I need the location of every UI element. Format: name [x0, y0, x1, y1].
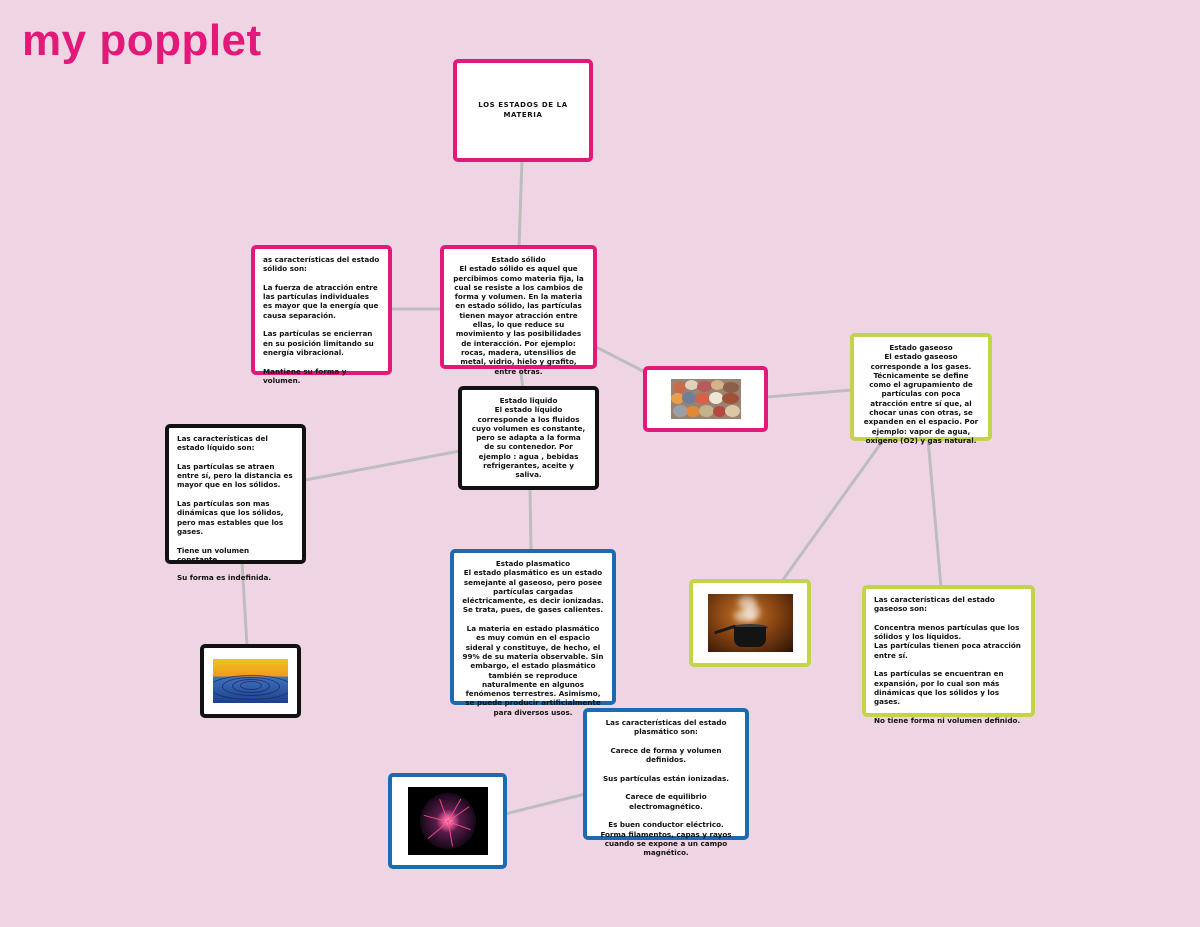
solid-state-popple[interactable]: Estado sólido El estado sólido es aquel … [440, 245, 597, 376]
connector-liquid-plasma [528, 488, 533, 552]
water-drop-image [213, 659, 288, 703]
connector-plasmachars-plasmaball [504, 792, 586, 816]
stones-image [670, 379, 741, 419]
connector-solid-stones [595, 345, 646, 374]
connector-gas-gaschars [926, 438, 943, 588]
popplet-logo[interactable]: my popplet [22, 16, 262, 65]
gas-state-popple[interactable]: Estado gaseoso El estado gaseoso corresp… [850, 333, 992, 445]
gas-characteristics-popple[interactable]: Las características del estado gaseoso s… [862, 585, 1035, 725]
connector-stones-gas [766, 388, 853, 399]
plasma-state-popple[interactable]: Estado plasmatico El estado plasmático e… [450, 549, 616, 717]
title-popple[interactable]: LOS ESTADOS DE LA MATERIA [453, 59, 593, 162]
gas-state-text: Estado gaseoso El estado gaseoso corresp… [863, 343, 979, 445]
liquid-state-popple[interactable]: Estado liquido El estado líquido corresp… [458, 386, 599, 490]
connector-liquidchars-water [240, 561, 249, 647]
solid-characteristics-text: as características del estado sólido son… [263, 255, 380, 385]
plasma-characteristics-text: Las características del estado plasmátic… [600, 718, 732, 858]
title-text: LOS ESTADOS DE LA MATERIA [478, 101, 571, 119]
steaming-pot-image [707, 594, 793, 652]
connector-solid-liquid [518, 366, 525, 389]
gas-characteristics-text: Las características del estado gaseoso s… [874, 595, 1021, 725]
plasma-state-text: Estado plasmatico El estado plasmático e… [462, 559, 604, 717]
plasma-ball-image [407, 787, 488, 855]
liquid-characteristics-popple[interactable]: Las características del estado líquido s… [165, 424, 306, 582]
gas-image-popple[interactable] [689, 579, 811, 667]
solid-characteristics-popple[interactable]: as características del estado sólido son… [251, 245, 392, 385]
liquid-state-text: Estado liquido El estado líquido corresp… [471, 396, 586, 480]
liquid-image-popple[interactable] [200, 644, 301, 718]
connector-gas-pot [780, 438, 886, 582]
solid-image-popple[interactable] [643, 366, 768, 432]
plasma-image-popple[interactable] [388, 773, 507, 869]
liquid-characteristics-text: Las características del estado líquido s… [177, 434, 293, 583]
connector-title-solid [517, 159, 524, 248]
solid-state-text: Estado sólido El estado sólido es aquel … [453, 255, 584, 376]
connector-liquid-liquidchars [304, 449, 461, 482]
plasma-characteristics-popple[interactable]: Las características del estado plasmátic… [583, 708, 749, 857]
